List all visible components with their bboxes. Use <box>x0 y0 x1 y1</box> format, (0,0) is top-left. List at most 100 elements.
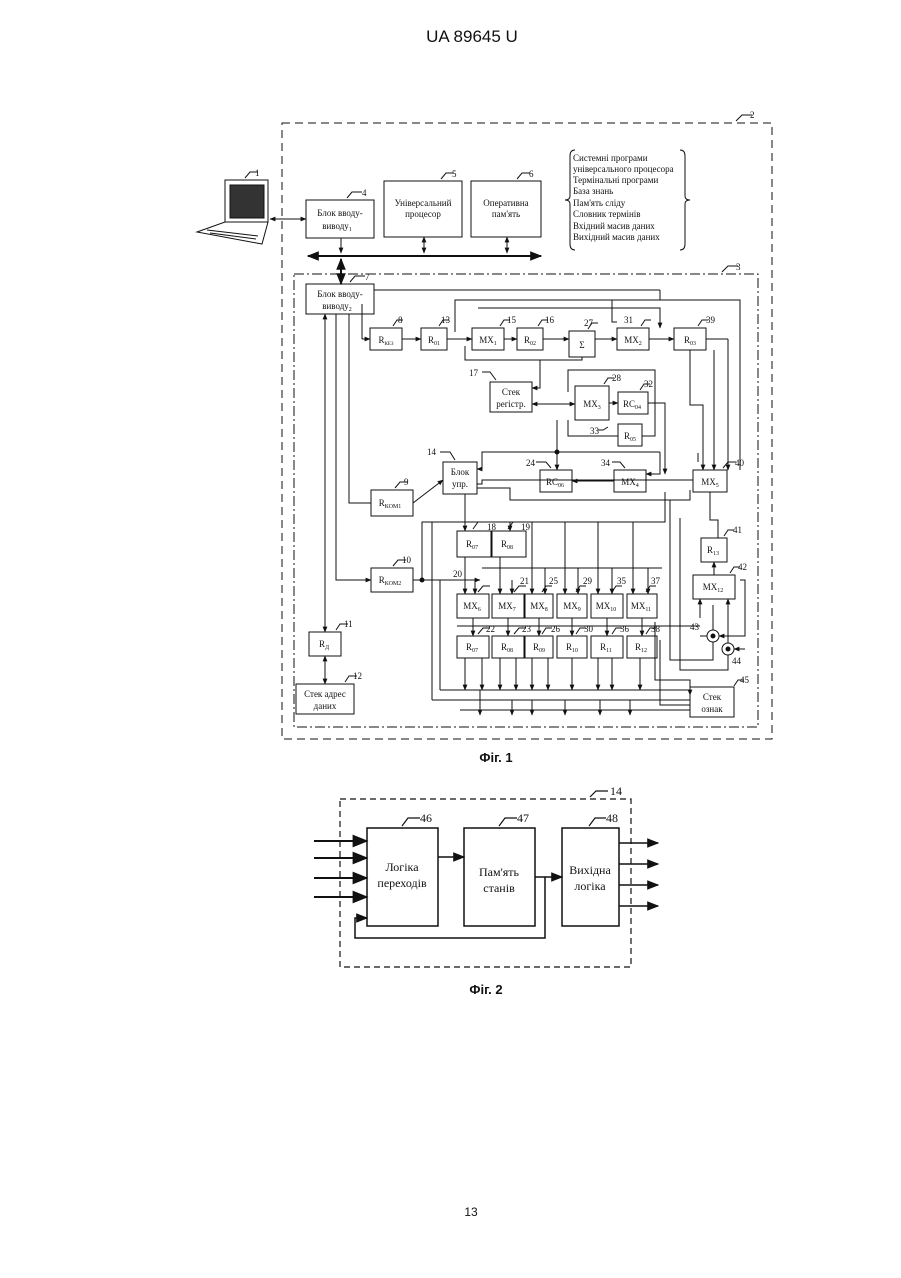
svg-text:MX10: MX10 <box>596 601 617 613</box>
svg-text:MX9: MX9 <box>563 601 581 613</box>
mx-8-label: MX <box>530 601 545 611</box>
sub: 3 <box>598 405 601 411</box>
mx-12-label: MX <box>703 582 718 592</box>
figure-2-caption: Фіг. 2 <box>469 982 502 997</box>
mx-7-label: MX <box>498 601 513 611</box>
label-39: 39 <box>706 315 716 325</box>
svg-text:MX8: MX8 <box>530 601 548 613</box>
io1-label-2: виводу <box>322 221 349 231</box>
mem-label-1: Пам'ять <box>479 865 520 879</box>
cpu-label-1: Універсальний <box>395 198 452 208</box>
ctrl-label-1: Блок <box>451 467 470 477</box>
logic-label-2: переходів <box>377 876 427 890</box>
label-35: 35 <box>617 576 627 586</box>
logic-label-1: Логіка <box>385 860 419 874</box>
reg-12 <box>627 636 657 658</box>
label-32: 32 <box>644 379 653 389</box>
figure-2-text: 14 46 47 48 Логіка переходів Пам'ять ста… <box>377 784 622 895</box>
svg-text:R01: R01 <box>428 335 440 347</box>
svg-text:RКОМ2: RКОМ2 <box>379 575 402 587</box>
svg-text:R03: R03 <box>684 335 696 347</box>
memory-item: Словник термінів <box>573 209 641 219</box>
figure-1-caption: Фіг. 1 <box>479 750 512 765</box>
label-27: 27 <box>584 318 594 328</box>
memory-item: Вхідний масив даних <box>573 221 655 231</box>
fig2-label-48: 48 <box>606 811 618 825</box>
rc-04-label: RC <box>623 399 635 409</box>
sub: КОМ1 <box>385 504 402 510</box>
label-20: 20 <box>453 569 463 579</box>
reg-11 <box>591 636 623 658</box>
svg-text:R07: R07 <box>466 539 478 551</box>
mx-2-label: MX <box>624 335 639 345</box>
io1-sub: 1 <box>349 227 352 233</box>
reg-08-star <box>492 531 526 557</box>
label-29: 29 <box>583 576 593 586</box>
sub: 2 <box>639 341 642 347</box>
sub: 11 <box>645 607 651 613</box>
svg-text:R05: R05 <box>624 431 636 443</box>
memory-item: універсального процесора <box>573 164 674 174</box>
label-19: 19 <box>521 522 531 532</box>
rc-06-label: RC <box>546 477 558 487</box>
svg-text:MX5: MX5 <box>701 477 719 489</box>
label-8: 8 <box>398 315 403 325</box>
svg-text:R09: R09 <box>533 642 545 654</box>
label-15: 15 <box>507 315 517 325</box>
sub: 07 <box>472 648 478 654</box>
label-21: 21 <box>520 576 529 586</box>
label-25: 25 <box>549 576 559 586</box>
label-16: 16 <box>545 315 555 325</box>
label-17: 17 <box>469 368 479 378</box>
svg-text:MX7: MX7 <box>498 601 516 613</box>
label-33: 33 <box>590 426 600 436</box>
page-number: 13 <box>464 1205 478 1219</box>
label-2: 2 <box>750 110 755 120</box>
sub: 03 <box>690 341 696 347</box>
label-9: 9 <box>404 477 409 487</box>
memory-item: Вихідний масив даних <box>573 232 660 242</box>
label-36: 36 <box>620 624 630 634</box>
svg-text:MX11: MX11 <box>631 601 651 613</box>
svg-text:RКЕЗ: RКЕЗ <box>379 335 394 347</box>
svg-text:RC06: RC06 <box>546 477 564 489</box>
label-22: 22 <box>486 624 495 634</box>
sub: 06 <box>558 483 564 489</box>
out-label-1: Вихідна <box>569 863 611 877</box>
memory-item: Пам'ять сліду <box>573 198 626 208</box>
label-3: 3 <box>736 262 741 272</box>
ctrl-label-2: упр. <box>452 479 468 489</box>
label-45: 45 <box>740 675 750 685</box>
sub: 4 <box>636 483 639 489</box>
label-34: 34 <box>601 458 611 468</box>
svg-text:MX12: MX12 <box>703 582 724 594</box>
patent-number: UA 89645 U <box>426 27 518 46</box>
label-5: 5 <box>452 169 457 179</box>
label-28: 28 <box>612 373 622 383</box>
memory-contents-list: Системні програми універсального процесо… <box>573 153 674 242</box>
svg-text:RД: RД <box>319 639 329 651</box>
svg-text:Блок вводу-: Блок вводу- <box>317 208 362 218</box>
sub: 9 <box>578 607 581 613</box>
mx-1-label: MX <box>479 335 494 345</box>
stack-addr-label-1: Стек адрес <box>304 689 346 699</box>
sum-label: Σ <box>579 340 584 350</box>
svg-text:MX1: MX1 <box>479 335 497 347</box>
sub: 10 <box>610 607 616 613</box>
label-42: 42 <box>738 562 747 572</box>
mx-10-label: MX <box>596 601 611 611</box>
svg-text:R12: R12 <box>635 642 647 654</box>
sub: КЕЗ <box>385 342 394 347</box>
label-38: 38 <box>651 624 661 634</box>
label-1: 1 <box>255 168 260 178</box>
svg-text:R11: R11 <box>600 642 612 654</box>
sub: 02 <box>530 341 536 347</box>
mx-4-label: MX <box>621 477 636 487</box>
svg-text:виводу1: виводу1 <box>322 221 352 233</box>
fig2-label-14: 14 <box>610 784 622 798</box>
mx-11-label: MX <box>631 601 646 611</box>
reg-08 <box>492 636 524 658</box>
reg-07-star <box>457 531 491 557</box>
fig2-label-46: 46 <box>420 811 432 825</box>
